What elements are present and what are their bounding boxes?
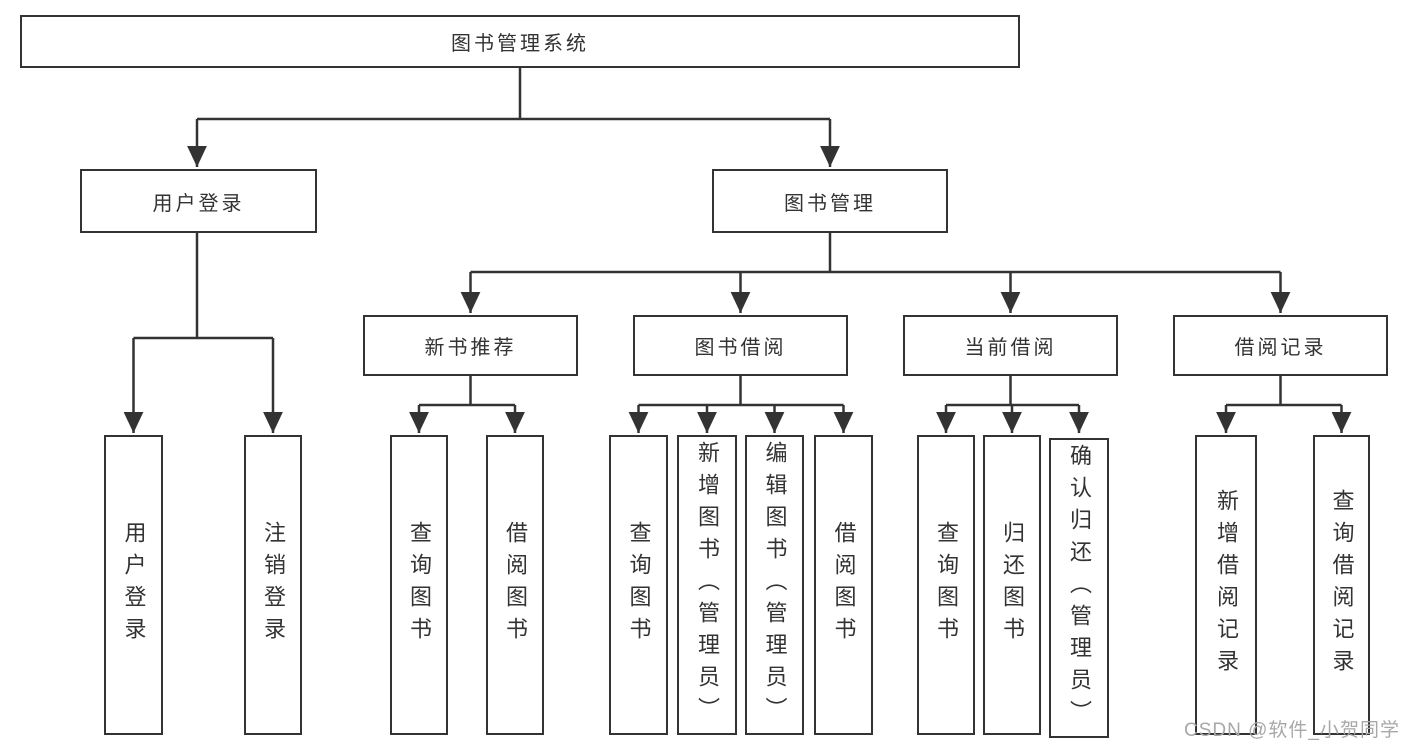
node-user-login: 用户登录	[80, 169, 317, 233]
leaf-logout-label: 注销登录	[261, 521, 286, 649]
node-library-system-label: 图书管理系统	[451, 33, 589, 55]
node-user-login-label: 用户登录	[152, 192, 245, 215]
connector-records-spine	[1226, 376, 1342, 407]
connector-recommendation-spine	[419, 376, 515, 407]
connector-user-login-spine	[133, 233, 273, 340]
leaf-recommend-query-books: 查询图书	[390, 435, 448, 735]
connector-current-spine	[946, 376, 1079, 407]
leaf-add-books-admin: 新增图书（管理员）	[677, 435, 737, 735]
node-book-borrowing-label: 图书借阅	[694, 337, 787, 359]
leaf-borrowing-query-books-label: 查询图书	[626, 521, 652, 649]
connector-book-management-spine	[470, 233, 1281, 274]
node-book-borrowing: 图书借阅	[633, 315, 848, 376]
leaf-recommend-borrow-books-label: 借阅图书	[503, 521, 528, 649]
leaf-return-books: 归还图书	[983, 435, 1041, 735]
node-new-book-recommendation: 新书推荐	[363, 315, 578, 376]
leaf-user-login-label: 用户登录	[121, 521, 147, 649]
node-book-management-label: 图书管理	[784, 192, 876, 215]
leaf-add-books-admin-label: 新增图书（管理员）	[695, 441, 720, 729]
leaf-return-books-label: 归还图书	[1000, 521, 1025, 649]
node-new-book-recommendation-label: 新书推荐	[424, 337, 517, 359]
node-current-borrowing: 当前借阅	[903, 315, 1118, 376]
leaf-borrowing-query-books: 查询图书	[609, 435, 668, 735]
leaf-query-borrow-record: 查询借阅记录	[1313, 435, 1370, 735]
csdn-watermark: CSDN @软件_小贺同学	[1184, 720, 1400, 741]
connector-borrowing-spine	[638, 376, 844, 407]
node-current-borrowing-label: 当前借阅	[964, 337, 1057, 359]
leaf-user-login: 用户登录	[104, 435, 163, 735]
leaf-borrowing-borrow-books: 借阅图书	[814, 435, 873, 735]
leaf-borrowing-borrow-books-label: 借阅图书	[831, 521, 857, 649]
leaf-current-query-books-label: 查询图书	[934, 521, 959, 649]
leaf-add-borrow-record: 新增借阅记录	[1195, 435, 1257, 735]
leaf-recommend-query-books-label: 查询图书	[407, 521, 432, 649]
connector-root-spine	[197, 68, 830, 121]
node-borrowing-records: 借阅记录	[1173, 315, 1388, 376]
leaf-add-borrow-record-label: 新增借阅记录	[1214, 489, 1239, 681]
leaf-recommend-borrow-books: 借阅图书	[486, 435, 544, 735]
leaf-current-query-books: 查询图书	[917, 435, 975, 735]
node-borrowing-records-label: 借阅记录	[1234, 337, 1327, 359]
node-book-management: 图书管理	[712, 169, 948, 233]
leaf-confirm-return-admin: 确认归还（管理员）	[1049, 438, 1109, 738]
leaf-edit-books-admin: 编辑图书（管理员）	[745, 435, 804, 735]
leaf-edit-books-admin-label: 编辑图书（管理员）	[762, 441, 788, 729]
node-library-system: 图书管理系统	[20, 15, 1020, 68]
leaf-logout: 注销登录	[244, 435, 302, 735]
leaf-confirm-return-admin-label: 确认归还（管理员）	[1067, 444, 1092, 732]
leaf-query-borrow-record-label: 查询借阅记录	[1329, 489, 1355, 681]
